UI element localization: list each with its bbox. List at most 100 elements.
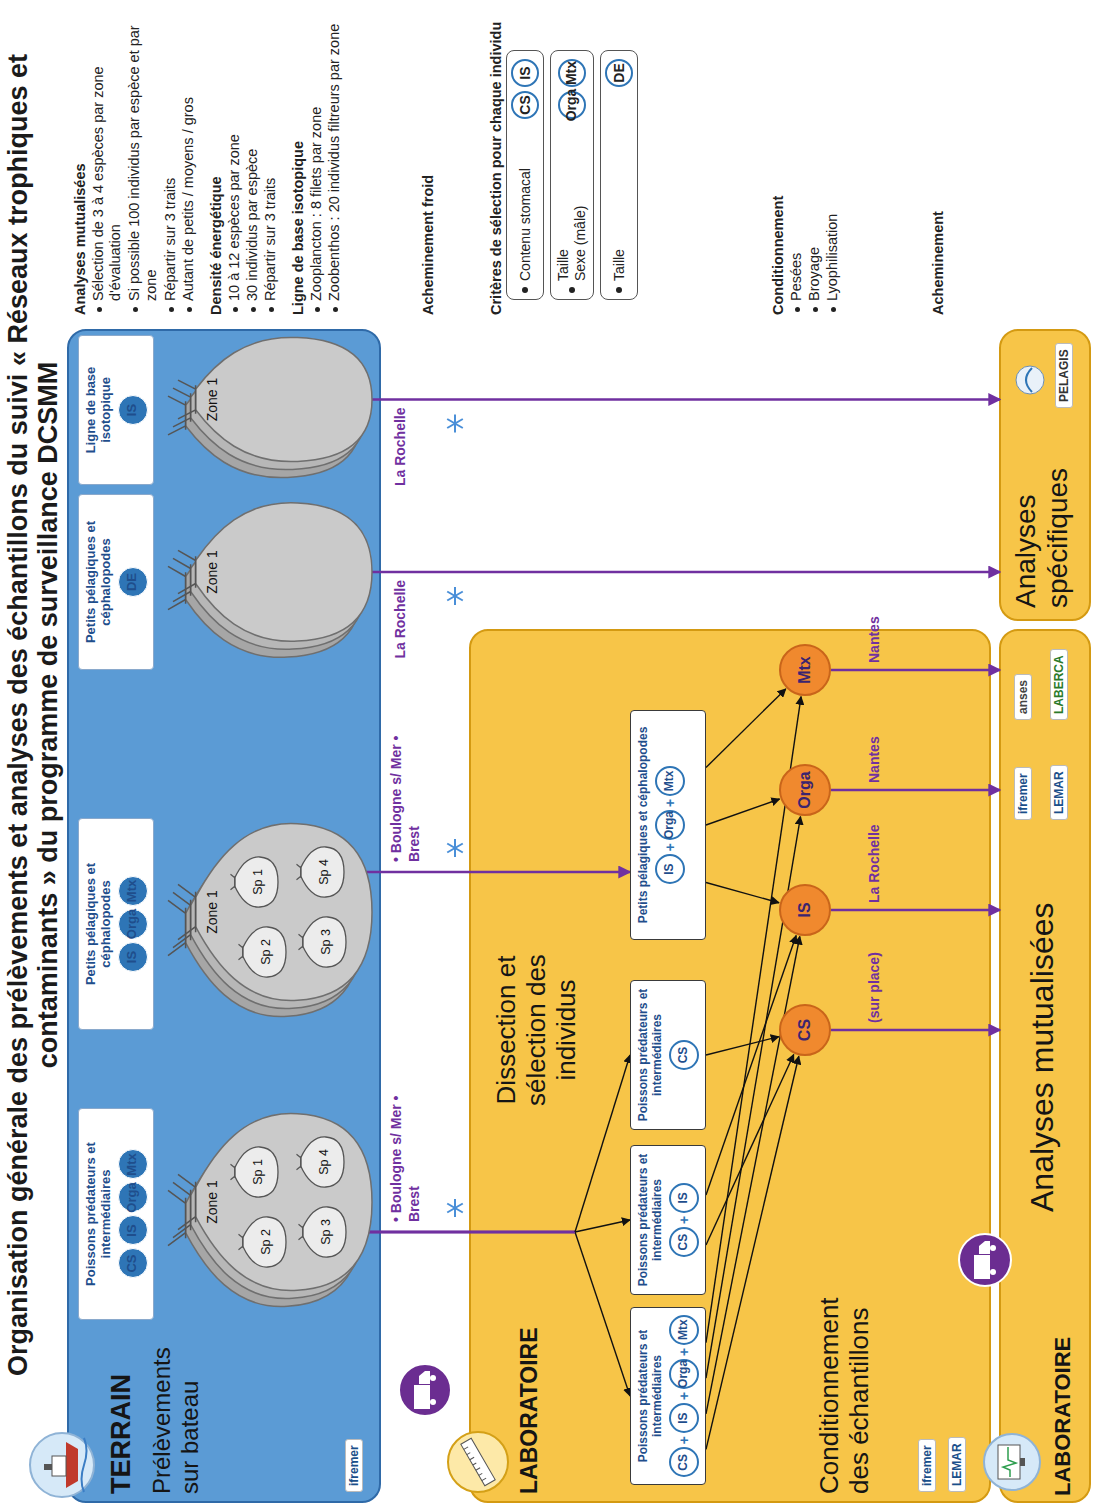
node-text: Ligne de base isotopique	[84, 342, 114, 478]
snowflake-ray	[447, 1204, 463, 1213]
art-part	[979, 1241, 990, 1254]
note-heading: Acheminement froid	[420, 15, 437, 315]
node-text: Sp 3	[319, 914, 333, 970]
art-part	[44, 1464, 52, 1470]
logo-text: PELAGIS	[1055, 343, 1073, 408]
analysis-badge: DE	[605, 59, 633, 87]
plus-sign: +	[676, 1436, 692, 1444]
panel-band: Analyses spécifiques	[1000, 330, 1090, 620]
band-heading: LABORATOIRE	[516, 1309, 542, 1494]
snowflake-ray	[447, 1204, 463, 1213]
flow-arrow	[348, 1055, 630, 1232]
art-part	[30, 1433, 94, 1497]
art-part	[448, 1432, 508, 1492]
note-heading: Conditionnement	[770, 15, 787, 315]
species-bag: Sp 2	[236, 924, 288, 980]
bag-tie	[168, 1190, 186, 1245]
node-text: Orga	[677, 1360, 691, 1388]
node-text: IS	[125, 404, 140, 416]
node-text: CS	[677, 1047, 691, 1064]
monitor-icon	[984, 1434, 1040, 1490]
analysis-badge: DE	[118, 567, 148, 597]
node-text: IS	[677, 1412, 691, 1423]
flow-arrow	[706, 1037, 779, 1055]
art-part	[419, 1371, 430, 1384]
node-text: Mtx	[663, 770, 677, 791]
logo-text: LEMAR	[1050, 765, 1068, 820]
logo-text: ifremer	[918, 1439, 936, 1492]
node-text: Poissons prédateurs et intermédiaires	[84, 1115, 114, 1313]
flow-arrow	[372, 399, 1000, 400]
logo-text: ifremer	[1014, 767, 1032, 820]
truck-icon	[399, 1364, 451, 1416]
art-part	[66, 1442, 78, 1488]
connector-line	[346, 871, 630, 874]
node-text: Petits pélagiques et céphalopodes	[637, 716, 651, 934]
note-item: Broyage	[806, 15, 823, 315]
bag-tie	[178, 550, 196, 593]
note-item: Répartir sur 3 traits	[262, 15, 279, 315]
analysis-badge: IS	[118, 395, 148, 425]
group-header-box: Ligne de base isotopique IS	[78, 335, 154, 485]
analysis-badge: CS	[511, 91, 539, 119]
sample-bag: Zone 1	[166, 500, 372, 660]
band-fill	[1000, 630, 1090, 1502]
art-part	[464, 1447, 486, 1481]
analysis-badge: Mtx	[655, 766, 685, 796]
node-text: Mtx	[677, 1319, 691, 1340]
node-text: Sp 3	[319, 1204, 333, 1260]
connector-line	[706, 1056, 799, 1449]
node-text: Sp 1	[251, 1144, 265, 1200]
art-part	[998, 1445, 1020, 1479]
band-fill	[470, 630, 990, 1502]
node-text: Zone 1	[204, 335, 220, 464]
connector-line	[706, 799, 780, 825]
flow-arrow	[706, 936, 796, 1195]
bag-shape	[196, 503, 372, 642]
node-text: IS	[517, 66, 534, 79]
node-text: Zone 1	[204, 1110, 220, 1294]
species-bag: Sp 3	[296, 914, 348, 970]
node-text: Sp 2	[259, 924, 273, 980]
ship-icon	[30, 1433, 94, 1497]
snowflake	[447, 839, 463, 857]
sample-bag: Zone 1Sp 2Sp 1Sp 3Sp 4	[166, 1110, 372, 1310]
art-part	[974, 1255, 990, 1279]
node-text: Poissons prédateurs et intermédiaires	[637, 1151, 665, 1289]
node-text: CS	[125, 1254, 140, 1272]
logo-text: LABERCA	[1050, 649, 1068, 720]
flow-arrow	[706, 799, 780, 825]
bag-tie	[173, 1182, 191, 1237]
bag-tie	[168, 900, 186, 955]
bag-tie	[231, 1164, 235, 1180]
bag-outline	[166, 820, 372, 1020]
node-text: Orga	[125, 1182, 140, 1212]
band-heading: Analyses spécifiques	[1010, 433, 1074, 608]
analysis-badge: CS	[118, 1249, 148, 1279]
plus-sign: +	[662, 843, 678, 851]
analysis-badge: CS	[669, 1040, 699, 1070]
note-item: Sélection de 3 à 4 espèces par zone d'év…	[90, 15, 125, 315]
analysis-badge: Orga	[118, 909, 148, 939]
node-text: Sp 1	[251, 854, 265, 910]
route-label: • Boulogne s/ Mer • Brest	[388, 724, 423, 862]
node-text: DE	[125, 573, 140, 591]
node-text: Mtx	[125, 880, 140, 902]
species-bag: Sp 1	[228, 1144, 280, 1200]
node-text: Mtx	[563, 61, 580, 85]
species-bag: Sp 4	[294, 844, 346, 900]
art-part	[959, 1234, 1011, 1286]
node-text: Orga	[663, 811, 677, 839]
bag-tie	[178, 884, 196, 939]
art-part	[414, 1385, 430, 1409]
analysis-circle: Mtx	[779, 644, 831, 696]
group-header-box: Petits pélagiques et céphalopodesISOrgaM…	[78, 818, 154, 1030]
note-item: Zoobenthos : 20 individus filtreurs par …	[326, 15, 343, 315]
art-part	[430, 1375, 436, 1381]
bag-outline	[166, 1110, 372, 1310]
art-part	[399, 1364, 451, 1416]
node-text: DE	[611, 63, 628, 82]
diagram-title: Organisation générale des prélèvements e…	[4, 10, 63, 1420]
note-heading: Ligne de base isotopique	[290, 15, 307, 315]
art-part	[1026, 368, 1032, 392]
